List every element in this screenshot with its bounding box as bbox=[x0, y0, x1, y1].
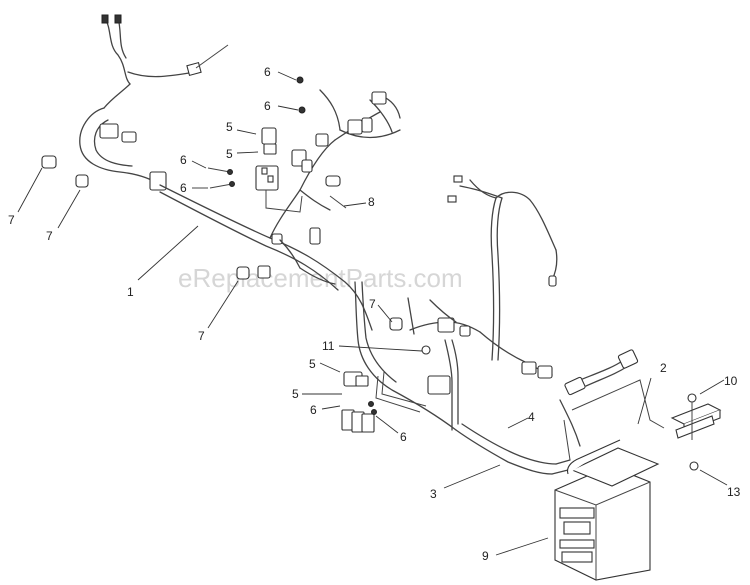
callout-7a: 7 bbox=[8, 213, 15, 227]
callout-7c: 7 bbox=[198, 329, 205, 343]
battery bbox=[554, 439, 660, 581]
hold-down-bracket bbox=[670, 393, 722, 471]
lower-wiring-harness bbox=[354, 175, 639, 475]
callout-11: 11 bbox=[322, 339, 335, 353]
battery-tray bbox=[563, 379, 665, 461]
callout-6f: 6 bbox=[400, 430, 407, 444]
callout-5a: 5 bbox=[226, 120, 233, 134]
callout-6e: 6 bbox=[310, 403, 317, 417]
callout-5b: 5 bbox=[226, 147, 233, 161]
callout-5c: 5 bbox=[309, 357, 316, 371]
callout-9: 9 bbox=[482, 549, 489, 563]
callout-7d: 7 bbox=[369, 297, 376, 311]
callout-6d: 6 bbox=[180, 181, 187, 195]
fasteners bbox=[207, 76, 377, 415]
watermark: eReplacementParts.com bbox=[178, 263, 463, 293]
callout-7b: 7 bbox=[46, 229, 53, 243]
callout-6c: 6 bbox=[180, 153, 187, 167]
leader-lines bbox=[17, 71, 728, 556]
callout-labels: 1 2 3 4 5 5 5 5 6 6 6 6 6 6 7 7 7 7 8 9 … bbox=[8, 65, 741, 563]
callout-2: 2 bbox=[660, 361, 667, 375]
callout-10: 10 bbox=[724, 374, 738, 388]
terminal-boots bbox=[41, 155, 431, 355]
callout-4: 4 bbox=[528, 410, 535, 424]
callout-8: 8 bbox=[368, 195, 375, 209]
relays bbox=[261, 127, 375, 433]
callout-6a: 6 bbox=[264, 65, 271, 79]
callout-6b: 6 bbox=[264, 99, 271, 113]
callout-13: 13 bbox=[727, 485, 741, 499]
main-wiring-harness bbox=[79, 14, 401, 331]
callout-3: 3 bbox=[430, 487, 437, 501]
callout-1: 1 bbox=[127, 285, 134, 299]
callout-5d: 5 bbox=[292, 387, 299, 401]
